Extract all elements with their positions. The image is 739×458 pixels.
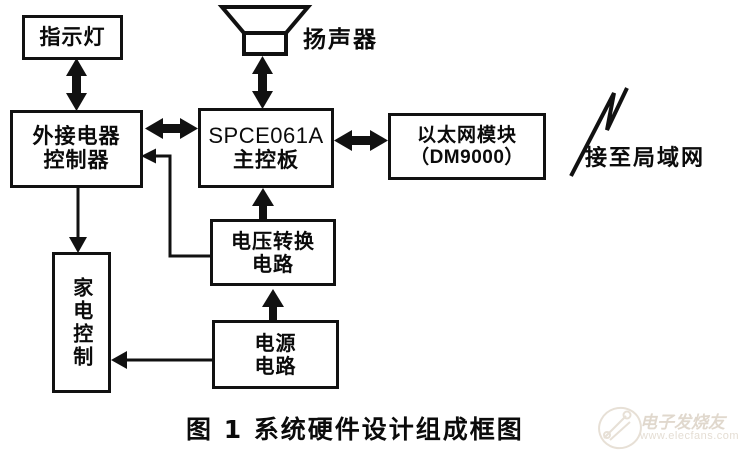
block-ethernet-module[interactable]: 以太网模块 （DM9000） bbox=[388, 113, 546, 180]
watermark: 电子发烧友 www.elecfans.com bbox=[596, 404, 739, 454]
arrow-mcu-speaker bbox=[252, 56, 273, 109]
block-spce061a-mainboard-chip: SPCE061A bbox=[208, 122, 324, 148]
arrow-mcu-ethernet bbox=[334, 130, 388, 151]
arrow-extctrl-mcu bbox=[145, 118, 198, 139]
arrow-extctrl-homectrl bbox=[69, 188, 87, 253]
block-power-supply-circuit[interactable]: 电源 电路 bbox=[212, 320, 339, 389]
block-home-appliance-control-label: 家电控制 bbox=[69, 276, 94, 369]
watermark-text: 电子发烧友 bbox=[640, 413, 725, 433]
block-indicator-light[interactable]: 指示灯 bbox=[22, 15, 123, 60]
arrow-extctrl-indicator bbox=[66, 58, 87, 111]
block-spce061a-mainboard[interactable]: SPCE061A 主控板 bbox=[198, 108, 334, 188]
block-power-supply-circuit-line1: 电源 bbox=[254, 331, 297, 356]
arrow-voltconv-mcu bbox=[252, 188, 274, 220]
watermark-logo-icon bbox=[598, 406, 642, 450]
block-indicator-light-label: 指示灯 bbox=[39, 24, 106, 49]
block-external-appliance-controller-line1: 外接电器 bbox=[32, 124, 121, 149]
block-external-appliance-controller-line2: 控制器 bbox=[43, 148, 110, 172]
block-external-appliance-controller[interactable]: 外接电器 控制器 bbox=[10, 110, 143, 188]
block-ethernet-module-label: 以太网模块 bbox=[416, 124, 517, 147]
block-ethernet-module-part: （DM9000） bbox=[410, 146, 524, 168]
block-voltage-conversion-circuit-line1: 电压转换 bbox=[231, 229, 315, 254]
block-voltage-conversion-circuit[interactable]: 电压转换 电路 bbox=[210, 219, 336, 286]
label-speaker: 扬声器 bbox=[303, 27, 378, 53]
arrow-power-voltconv bbox=[262, 289, 284, 321]
block-power-supply-circuit-line2: 电路 bbox=[254, 353, 297, 378]
speaker-icon bbox=[217, 5, 313, 56]
watermark-url: www.elecfans.com bbox=[640, 430, 739, 442]
arrow-power-homectrl bbox=[111, 351, 212, 369]
label-connect-to-lan: 接至局域网 bbox=[585, 146, 706, 171]
block-spce061a-mainboard-label: 主控板 bbox=[233, 147, 299, 172]
figure-caption: 图 1 系统硬件设计组成框图 bbox=[186, 415, 524, 444]
block-home-appliance-control[interactable]: 家电控制 bbox=[52, 252, 111, 393]
block-voltage-conversion-circuit-line2: 电路 bbox=[252, 251, 294, 276]
